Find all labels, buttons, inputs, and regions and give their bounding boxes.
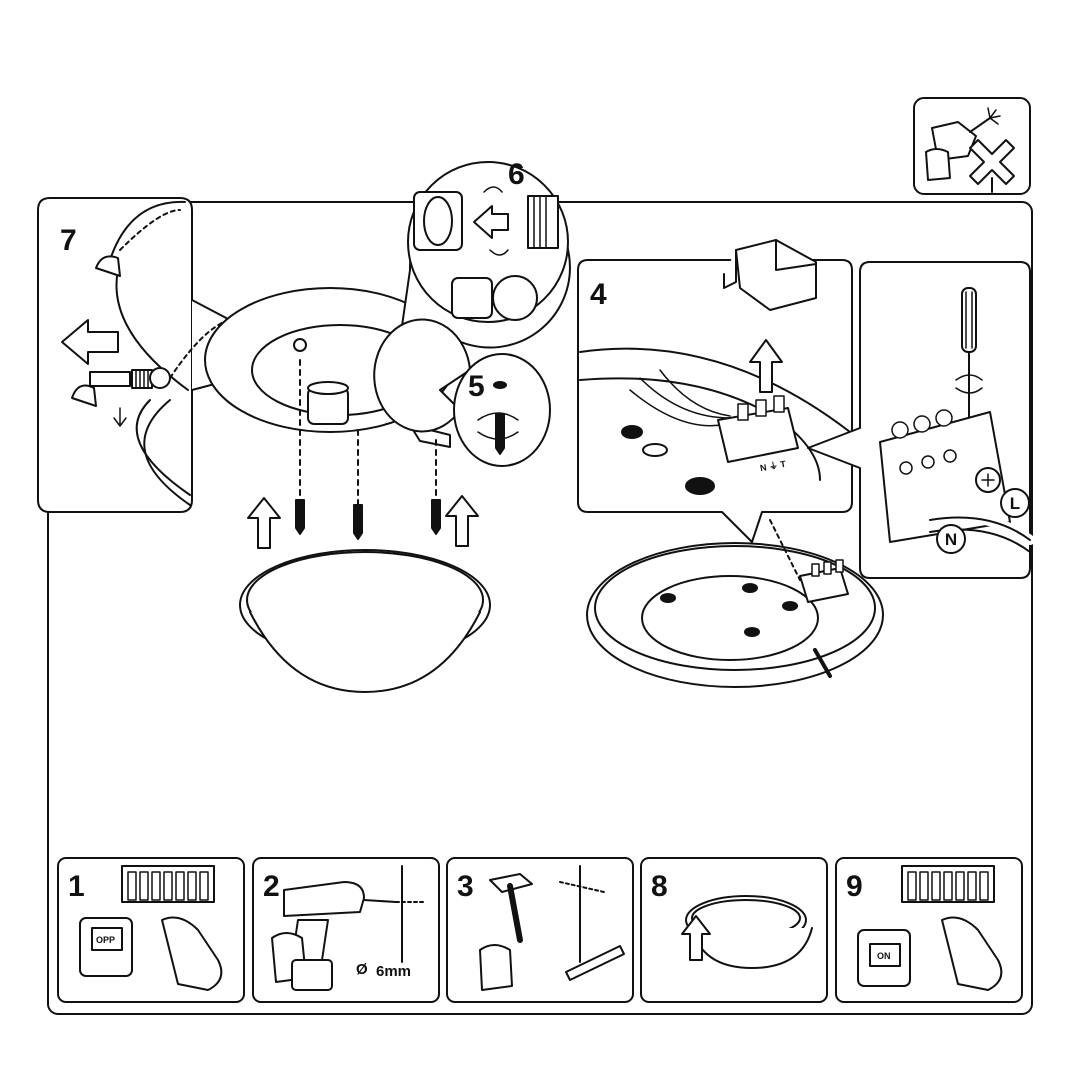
lamp-base-icon (681, 895, 813, 969)
neutral-terminal-label: N (936, 524, 966, 554)
switch-on-icon (857, 865, 1003, 991)
switch-on-label: ON (877, 951, 891, 961)
panel-step-4 (577, 239, 853, 543)
ceiling-plate (586, 519, 884, 688)
step-box-3 (446, 857, 634, 1003)
panel-step-6 (399, 161, 571, 349)
step-number-2: 2 (263, 870, 280, 903)
switch-off-icon (79, 865, 223, 991)
step-number-7: 7 (60, 224, 77, 257)
panel-step-5 (373, 318, 551, 467)
switch-off-label: OPP (96, 935, 116, 945)
drill-size-label: 6mm (376, 963, 412, 980)
drill-diameter-symbol: Ø (356, 961, 368, 978)
step-number-6: 6 (508, 158, 525, 191)
warning-icon (913, 97, 1031, 195)
step-number-5: 5 (468, 370, 485, 403)
step-number-1: 1 (68, 870, 85, 903)
panel-wiring-detail (807, 261, 1035, 579)
arrow-icon (749, 339, 783, 393)
step-number-3: 3 (457, 870, 474, 903)
screwdriver-icon (961, 287, 977, 421)
live-terminal-label: L (1000, 488, 1030, 518)
step-number-9: 9 (846, 870, 863, 903)
arrow-icon (473, 205, 509, 239)
step-number-4: 4 (590, 278, 607, 311)
step-number-8: 8 (651, 870, 668, 903)
drill-icon (271, 865, 427, 991)
hammer-icon (479, 865, 625, 991)
arrow-icon (61, 319, 119, 365)
glass-dome (239, 549, 491, 693)
